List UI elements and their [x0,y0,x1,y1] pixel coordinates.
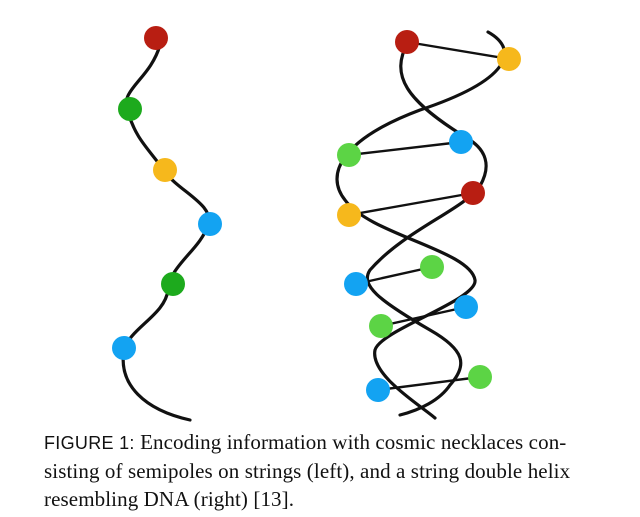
caption-text-1: Encoding information with cosmic necklac… [140,430,567,454]
helix-bead-5-right [454,295,478,319]
helix-rung-6 [376,375,482,392]
cosmic-necklace [112,26,222,422]
figure-caption: FIGURE 1: Encoding information with cosm… [44,428,610,513]
helix-bead-6-left [366,378,390,402]
double-helix [335,30,521,420]
diagram [112,26,521,422]
helix-rung-1 [405,40,511,61]
figure-label: FIGURE 1: [44,433,135,453]
helix-rung-5 [379,305,468,328]
helix-beads [337,30,521,402]
helix-bead-3-right [461,181,485,205]
caption-line-2: sisting of semipoles on strings (left), … [44,459,571,483]
necklace-bead-6 [112,336,136,360]
helix-bead-2-left [337,143,361,167]
helix-bead-5-left [369,314,393,338]
helix-bead-6-right [468,365,492,389]
necklace-bead-3 [153,158,177,182]
helix-bead-4-left [344,272,368,296]
helix-rung-3 [347,191,475,217]
necklace-bead-2 [118,97,142,121]
helix-bead-1-left [395,30,419,54]
helix-bead-3-left [337,203,361,227]
necklace-bead-1 [144,26,168,50]
helix-rung-2 [347,140,463,157]
helix-bead-1-right [497,47,521,71]
necklace-bead-5 [161,272,185,296]
helix-bead-4-right [420,255,444,279]
caption-line-3: resembling DNA (right) [13]. [44,487,295,511]
helix-bead-2-right [449,130,473,154]
helix-strand-b [335,30,507,420]
caption-line-1: FIGURE 1: Encoding information with cosm… [44,428,610,457]
helix-rung-4 [354,265,434,286]
necklace-bead-4 [198,212,222,236]
